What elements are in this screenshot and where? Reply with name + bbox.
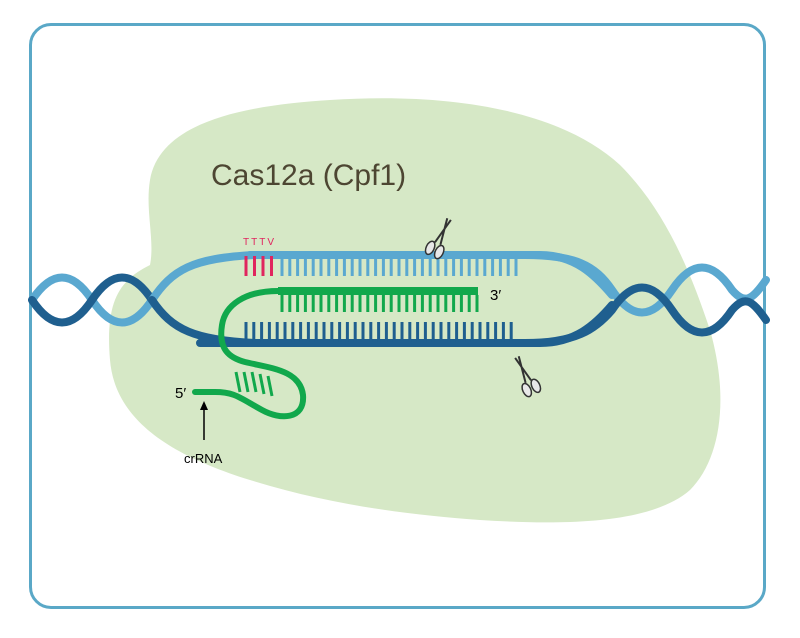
three-prime-label: 3′ [490, 287, 501, 304]
hairpin-base-tick [242, 371, 250, 393]
crrna-label: crRNA [184, 451, 223, 466]
bottom-strand-bases [244, 322, 513, 342]
pam-bases [244, 256, 273, 276]
scissors-icon [424, 218, 452, 260]
scissors-icon [514, 356, 542, 398]
five-prime-label: 5′ [175, 385, 186, 402]
pam-label: TTTV [243, 237, 276, 248]
hairpin-base-tick [266, 375, 274, 397]
diagram-title: Cas12a (Cpf1) [211, 159, 406, 192]
target-strand-bottom [196, 301, 616, 347]
hairpin-base-tick [250, 371, 258, 393]
top-strand-bases [280, 256, 518, 276]
crrna [192, 287, 479, 420]
hairpin-base-tick [258, 373, 266, 395]
hairpin-base-tick [234, 371, 242, 393]
crrna-arrow [200, 401, 208, 440]
target-strand-top [246, 251, 616, 299]
